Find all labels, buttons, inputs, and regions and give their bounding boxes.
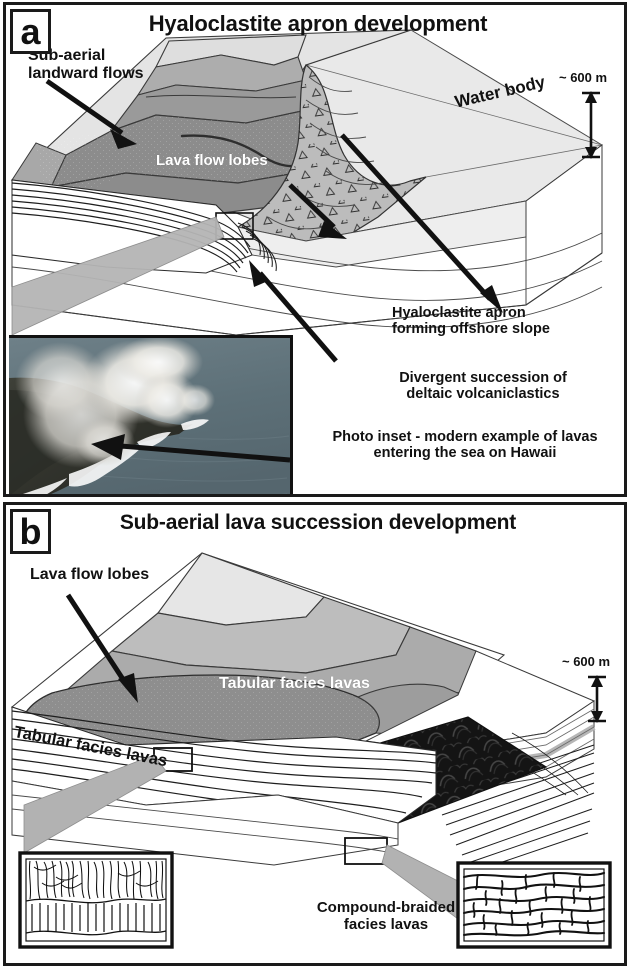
- label-tabular-facies-top: Tabular facies lavas: [219, 675, 370, 692]
- arrow-divergent: [249, 260, 338, 363]
- arrow-photo-inset: [91, 434, 290, 463]
- panel-b: b Sub-aerial lava succession development: [3, 502, 627, 966]
- inset-braided-lava: [456, 861, 612, 949]
- inset-columnar-jointing: [18, 851, 174, 949]
- panel-a-title: Hyaloclastite apron development: [148, 11, 488, 36]
- arrow-subaerial: [45, 78, 137, 149]
- panel-a-diagram: [6, 5, 624, 494]
- panel-a-letter: a: [10, 9, 51, 54]
- panel-a: a Hyaloclastite apron development: [3, 2, 627, 497]
- arrow-lava-lobes-b: [65, 593, 138, 703]
- scale-label-b: ~ 600 m: [562, 654, 611, 669]
- panel-b-title: Sub-aerial lava succession development: [119, 511, 517, 534]
- label-lava-flow-lobes-a: Lava flow lobes: [156, 152, 268, 169]
- photo-inset-hawaii: [9, 335, 293, 494]
- label-lava-flow-lobes-b: Lava flow lobes: [30, 566, 150, 583]
- panel-b-diagram: [6, 505, 624, 963]
- scale-label-a: ~ 600 m: [559, 70, 608, 85]
- arrow-apron-inner: [288, 183, 347, 239]
- panel-b-letter: b: [10, 509, 51, 554]
- arrow-hyaloclastite: [340, 133, 503, 313]
